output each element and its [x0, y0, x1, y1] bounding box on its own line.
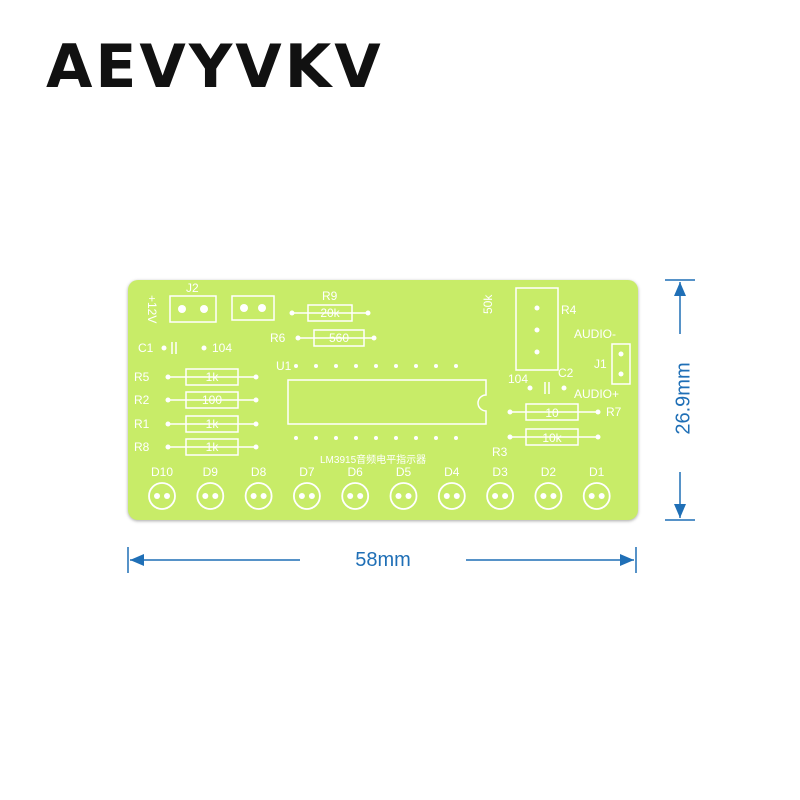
led-label: D8 — [251, 465, 267, 479]
r9-value: 20k — [320, 306, 340, 320]
r3-value: 10k — [542, 431, 562, 445]
led-pad — [154, 493, 160, 499]
r3-body — [525, 428, 579, 446]
led-pad — [347, 493, 354, 499]
led-footprint — [148, 482, 176, 510]
r2-body — [185, 391, 239, 409]
r8-label: R8 — [134, 440, 150, 454]
power-label: +12V — [145, 295, 159, 323]
led-pad — [164, 493, 170, 499]
r5-value: 1k — [206, 370, 220, 384]
height-label: 26.9mm — [672, 362, 695, 435]
led-pad — [260, 493, 267, 499]
r1-body — [185, 415, 239, 433]
audio-plus-label: AUDIO+ — [574, 387, 619, 401]
width-label: 58mm — [355, 549, 411, 571]
led-label: D5 — [396, 465, 412, 479]
led-pad — [443, 493, 450, 499]
led-footprint — [437, 482, 466, 510]
board-title: LM3915音频电平指示器 — [320, 453, 426, 466]
led-footprint — [196, 482, 225, 510]
j1-label: J1 — [594, 357, 607, 371]
c2-label: C2 — [558, 366, 574, 380]
j2-outline — [169, 295, 217, 323]
r2-label: R2 — [134, 393, 150, 407]
r7-value: 10 — [545, 406, 559, 420]
c2-value: 104 — [508, 372, 528, 386]
r7-body — [525, 403, 579, 421]
c1-value: 104 — [212, 341, 232, 355]
led-pad — [250, 493, 257, 499]
r9-body — [307, 304, 353, 322]
r1-value: 1k — [206, 417, 220, 431]
width-dimension — [127, 547, 637, 573]
led-pad — [202, 493, 209, 499]
j2-label: J2 — [186, 281, 199, 295]
r6-value: 560 — [329, 331, 349, 345]
led-pad — [357, 493, 364, 499]
c1-label: C1 — [138, 341, 154, 355]
led-row: D10 D9 D8 D7 D6 D5 D4 D3 D2 D1 — [148, 465, 611, 510]
brand-logo-text: AEVYVKV — [46, 32, 384, 102]
r5-label: R5 — [134, 370, 150, 384]
r7-label: R7 — [606, 405, 622, 419]
r2-value: 100 — [202, 393, 222, 407]
led-pad — [453, 493, 460, 499]
led-pad — [588, 493, 595, 499]
led-pad — [298, 493, 305, 499]
led-label: D10 — [151, 465, 173, 479]
r1-label: R1 — [134, 417, 150, 431]
r4-pot-outline — [515, 287, 559, 371]
audio-minus-label: AUDIO- — [574, 327, 616, 341]
j1-outline — [611, 343, 631, 385]
led-pad — [405, 493, 412, 499]
led-footprint — [341, 482, 370, 510]
led-pad — [395, 493, 402, 499]
r6-label: R6 — [270, 331, 286, 345]
r9-label: R9 — [322, 289, 338, 303]
r8-value: 1k — [206, 440, 220, 454]
led-pad — [212, 493, 219, 499]
led-label: D7 — [299, 465, 315, 479]
u1-outline — [287, 379, 487, 425]
led-pad — [598, 493, 605, 499]
led-label: D2 — [541, 465, 557, 479]
led-pad — [540, 493, 547, 499]
led-pad — [550, 493, 557, 499]
led-label: D6 — [348, 465, 364, 479]
u1-label: U1 — [276, 359, 292, 373]
led-label: D9 — [203, 465, 219, 479]
led-footprint — [486, 482, 515, 510]
led-footprint — [389, 482, 418, 510]
led-label: D3 — [492, 465, 508, 479]
r4-label: R4 — [561, 303, 577, 317]
header-outline — [231, 295, 275, 321]
led-footprint — [534, 482, 563, 510]
led-footprint — [582, 482, 611, 510]
led-footprint — [244, 482, 273, 510]
led-label: D4 — [444, 465, 460, 479]
led-pad — [502, 493, 509, 499]
height-dimension — [665, 279, 695, 521]
led-footprint — [292, 482, 321, 510]
r6-body — [313, 329, 365, 347]
led-pad — [492, 493, 499, 499]
pot-value: 50k — [481, 294, 495, 314]
led-label: D1 — [589, 465, 605, 479]
r8-body — [185, 438, 239, 456]
r5-body — [185, 368, 239, 386]
r3-label: R3 — [492, 445, 508, 459]
led-pad — [308, 493, 315, 499]
